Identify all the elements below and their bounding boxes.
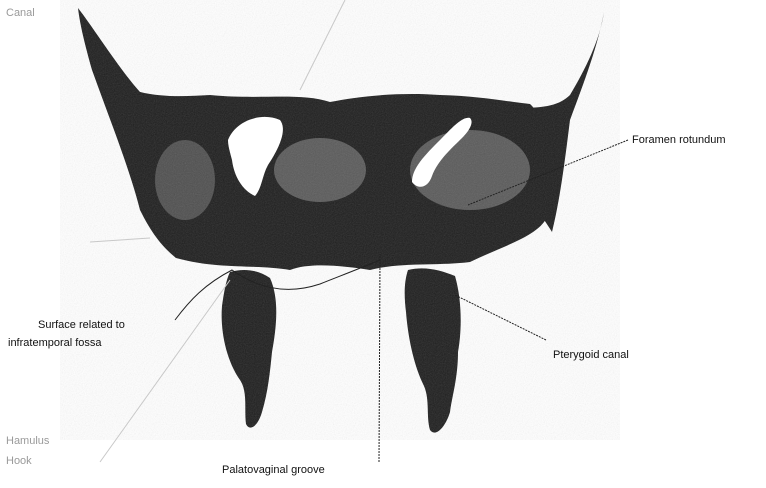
label-foramen-rotundum: Foramen rotundum xyxy=(632,133,726,147)
label-surface-line1: Surface related to xyxy=(38,318,125,332)
label-bottom-left-line1: Hamulus xyxy=(6,434,49,448)
bone-body xyxy=(60,0,620,440)
label-palatovaginal-groove: Palatovaginal groove xyxy=(222,463,325,477)
label-pterygoid-canal: Pterygoid canal xyxy=(553,348,629,362)
label-bottom-left-line2: Hook xyxy=(6,454,32,468)
label-canal: Canal xyxy=(6,6,35,20)
label-surface-line2: infratemporal fossa xyxy=(8,336,102,350)
